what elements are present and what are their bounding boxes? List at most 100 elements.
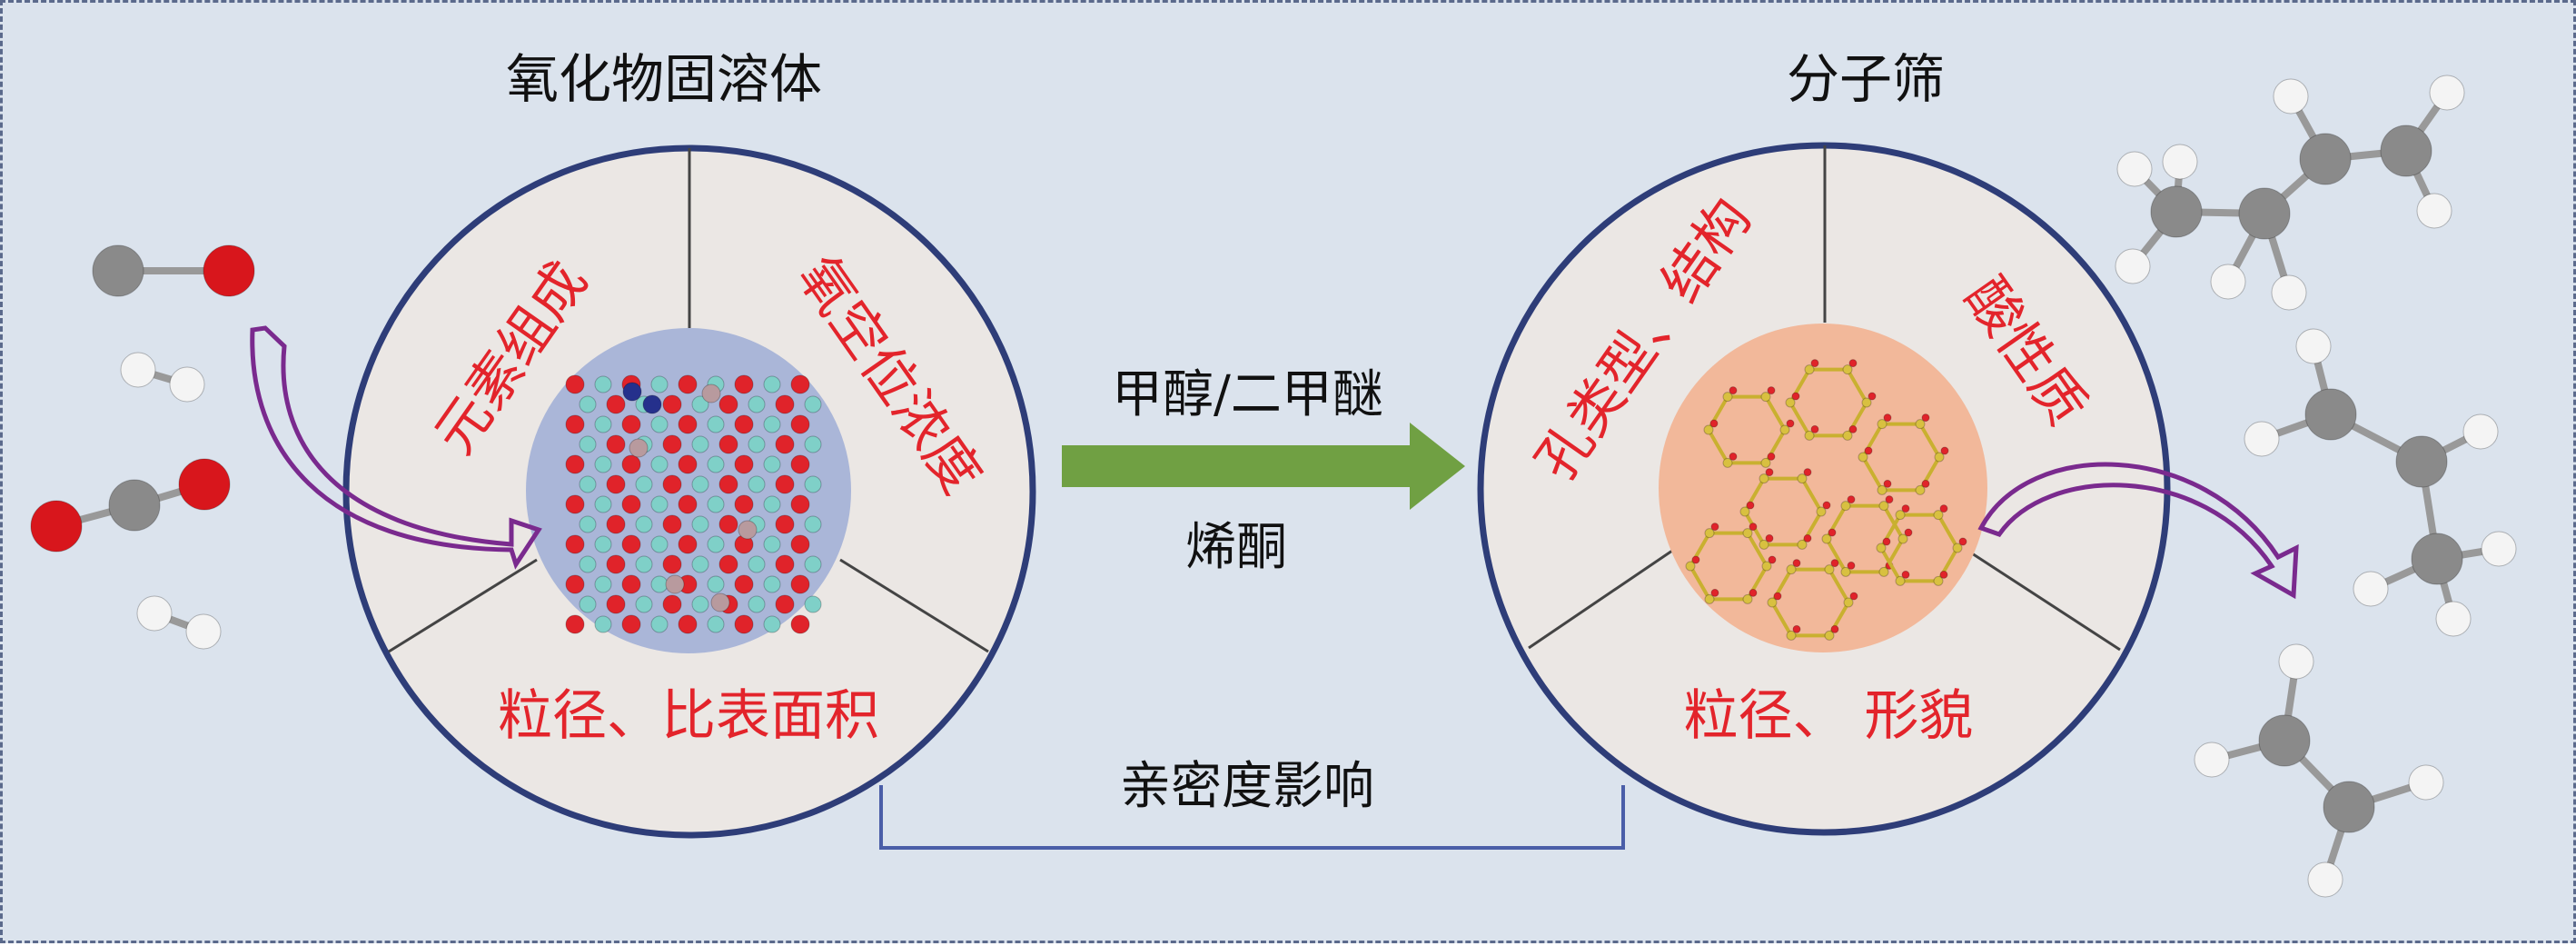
oxygen-atom (1901, 570, 1910, 579)
oxygen-atom (1767, 452, 1776, 461)
oxide-solid-solution-circle (342, 144, 1036, 839)
oxygen-atom (1749, 588, 1758, 597)
metal-atom (635, 475, 653, 493)
oxygen-atom (1830, 624, 1839, 633)
oxygen-atom (565, 534, 585, 554)
silicon-atom (1785, 397, 1796, 408)
hydrogen-atom (2462, 413, 2499, 450)
oxygen-atom (718, 434, 738, 454)
silicon-atom (1816, 506, 1827, 517)
carbon-atom (2258, 714, 2311, 767)
oxygen-atom (790, 574, 810, 594)
hydrogen-atom (2273, 78, 2309, 115)
silicon-atom (1704, 593, 1715, 604)
oxygen-atom (606, 474, 626, 494)
metal-atom (707, 495, 725, 513)
metal-atom (707, 615, 725, 633)
metal-atom (707, 415, 725, 433)
silicon-atom (1842, 364, 1853, 375)
product-out-arrow (1977, 462, 2299, 600)
oxygen-atom (621, 414, 641, 434)
oxygen-atom (1792, 559, 1801, 568)
silicon-atom (1722, 392, 1733, 403)
silicon-atom (1876, 543, 1887, 553)
metal-atom (707, 455, 725, 473)
oxygen-atom (178, 458, 231, 511)
metal-atom (635, 515, 653, 533)
oxygen-atom (1939, 570, 1948, 579)
silicon-atom (1933, 575, 1944, 586)
oxygen-atom (775, 394, 795, 414)
oxygen-atom (662, 554, 682, 574)
silicon-atom (1786, 630, 1797, 641)
affinity-label: 亲密度影响 (1120, 757, 1374, 816)
oxygen-atom (775, 594, 795, 614)
metal-atom (650, 535, 669, 553)
oxygen-atom (1709, 419, 1719, 428)
metal-atom (594, 375, 612, 393)
silicon-atom (1858, 452, 1868, 463)
feed-in-arrow (250, 325, 542, 570)
oxygen-atom (1768, 555, 1777, 564)
metal-atom (594, 415, 612, 433)
silicon-atom (1760, 457, 1771, 468)
oxygen-atom (1710, 588, 1719, 597)
framework-bond (1861, 455, 1884, 492)
silicon-atom (1878, 566, 1889, 577)
silicon-atom (1704, 528, 1715, 539)
segment-particle-size-surface-area: 粒径、比表面积 (498, 684, 879, 748)
hydrogen-atom (2194, 742, 2230, 778)
oxygen-atom (621, 534, 641, 554)
oxygen-atom (1765, 533, 1774, 543)
intermediate-label: 甲醇/二甲醚 (1112, 365, 1383, 424)
oxygen-atom (621, 614, 641, 634)
oxygen-atom (734, 494, 754, 514)
carbon-atom (2323, 781, 2375, 833)
framework-bond (1918, 423, 1941, 458)
segment-particle-size-morphology: 粒径、 形貌 (1683, 684, 1974, 748)
framework-bond (1764, 395, 1787, 431)
oxygen-atom (1830, 559, 1839, 568)
process-arrow (1062, 423, 1465, 510)
oxygen-atom (775, 554, 795, 574)
oxygen-atom (775, 474, 795, 494)
oxygen-atom (1746, 501, 1755, 510)
dopant-atom (629, 438, 649, 458)
oxygen-atom (1958, 537, 1967, 546)
oxygen-atom (1786, 419, 1795, 428)
h2-molecule (120, 352, 205, 403)
framework-bond (1825, 537, 1848, 573)
silicon-atom (1703, 424, 1714, 435)
oxygen-atom (718, 514, 738, 534)
affinity-bracket (879, 785, 1625, 850)
carbon-atom (2411, 533, 2463, 585)
oxygen-atom (1791, 392, 1800, 401)
metal-atom (763, 375, 781, 393)
oxygen-atom (1822, 501, 1831, 510)
h2-molecule (136, 595, 222, 650)
oxygen-atom (790, 494, 810, 514)
silicon-atom (1760, 392, 1771, 403)
metal-atom (635, 595, 653, 613)
silicon-atom (1739, 506, 1750, 517)
oxygen-atom (606, 554, 626, 574)
hydrogen-atom (120, 352, 156, 388)
hydrogen-atom (2115, 248, 2151, 284)
silicon-atom (1840, 501, 1851, 512)
metal-atom (594, 455, 612, 473)
metal-atom (594, 575, 612, 593)
metal-atom (804, 555, 822, 573)
metal-atom (748, 395, 766, 413)
oxygen-atom (678, 534, 698, 554)
oxygen-atom (790, 454, 810, 474)
metal-atom (691, 395, 709, 413)
oxygen-atom (1883, 479, 1892, 488)
oxygen-atom (734, 574, 754, 594)
oxygen-atom (1847, 561, 1856, 570)
oxygen-atom (565, 614, 585, 634)
oxygen-atom (1729, 452, 1738, 461)
silicon-atom (1842, 430, 1853, 441)
oxygen-atom (1940, 446, 1949, 455)
metal-atom (579, 475, 597, 493)
